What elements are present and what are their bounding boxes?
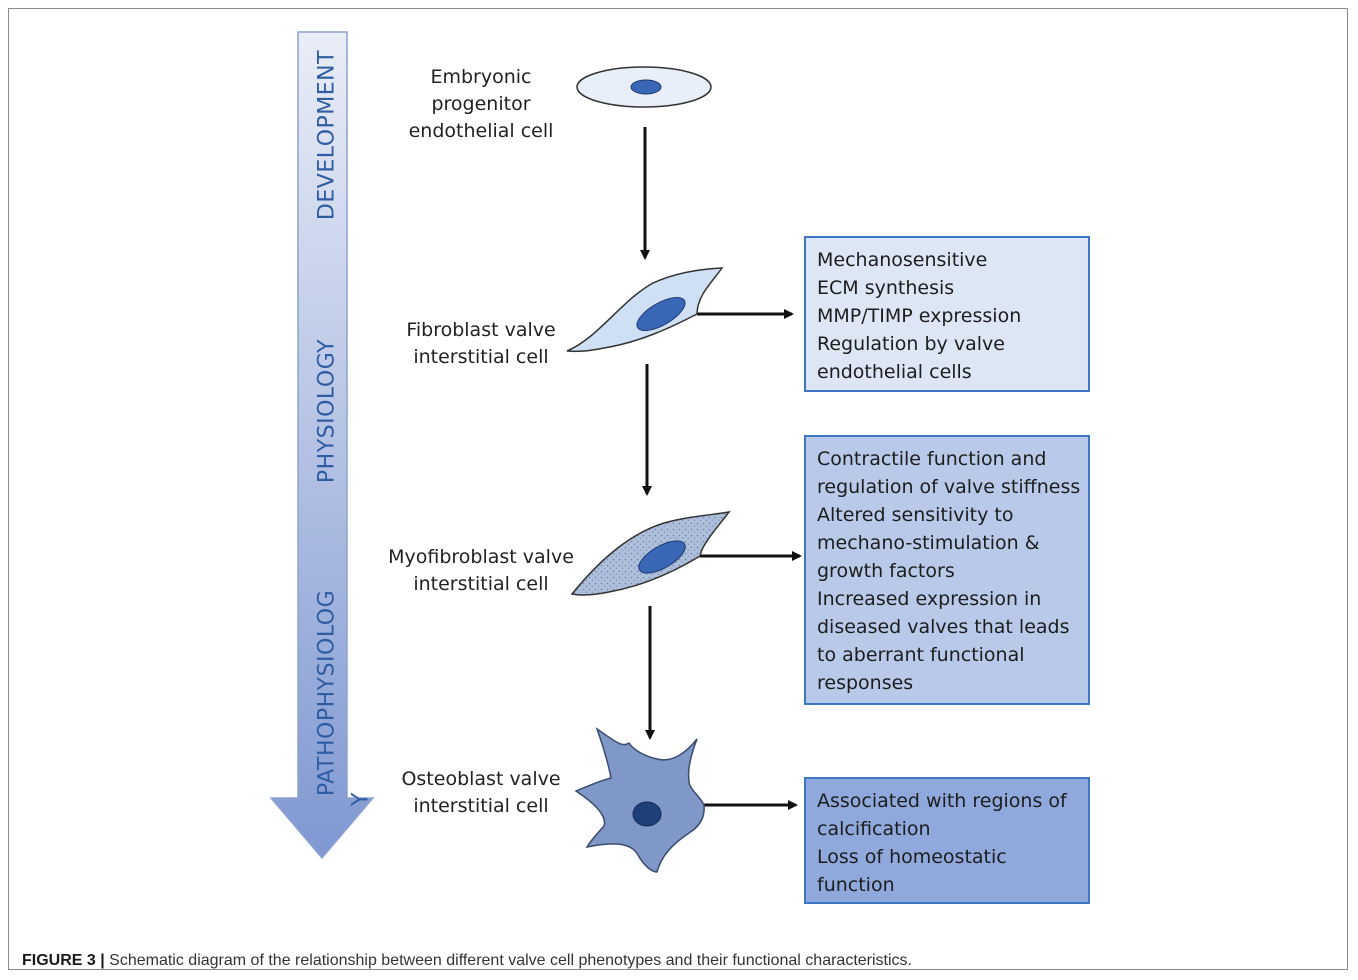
osteoblast-characteristics-box: Associated with regions of calcification… bbox=[804, 777, 1090, 904]
caption-label: FIGURE 3 | bbox=[22, 952, 105, 969]
cell-label-embryonic: Embryonic progenitor endothelial cell bbox=[408, 66, 554, 142]
box-line: diseased valves that leads bbox=[817, 616, 1070, 638]
stage-label-pathophysiology-y: Y bbox=[348, 792, 374, 806]
caption-text: Schematic diagram of the relationship be… bbox=[104, 952, 912, 969]
myofibroblast-cell-nucleus bbox=[638, 540, 686, 574]
box-line: function bbox=[817, 874, 895, 896]
figure-frame bbox=[8, 8, 1348, 970]
cell-label-myofibroblast: Myofibroblast valve interstitial cell bbox=[388, 546, 574, 595]
box-line: Associated with regions of bbox=[817, 790, 1067, 812]
box-line: regulation of valve stiffness bbox=[817, 476, 1081, 498]
box-line: ECM synthesis bbox=[817, 277, 955, 299]
timeline-arrow bbox=[269, 31, 375, 860]
stage-label-physiology: PHYSIOLOGY bbox=[314, 338, 340, 484]
box-line: growth factors bbox=[817, 560, 955, 582]
box-line: Contractile function and bbox=[817, 448, 1047, 470]
stage-label-pathophysiology: PATHOPHYSIOLOG bbox=[314, 589, 340, 797]
fibroblast-cell-shape bbox=[566, 267, 724, 353]
box-line: Altered sensitivity to bbox=[817, 504, 1014, 526]
box-line: Loss of homeostatic bbox=[817, 846, 1007, 868]
figure-caption: FIGURE 3 | Schematic diagram of the rela… bbox=[22, 952, 912, 970]
box-line: Regulation by valve bbox=[817, 333, 1005, 355]
myofibroblast-characteristics-box: Contractile function and regulation of v… bbox=[804, 435, 1090, 705]
stage-label-development: DEVELOPMENT bbox=[314, 49, 340, 221]
box-line: MMP/TIMP expression bbox=[817, 305, 1022, 327]
osteoblast-cell-shape bbox=[574, 727, 705, 873]
osteoblast-cell-nucleus bbox=[632, 801, 662, 827]
box-line: mechano-stimulation & bbox=[817, 532, 1040, 554]
box-line: calcification bbox=[817, 818, 931, 840]
cell-label-fibroblast: Fibroblast valve interstitial cell bbox=[406, 319, 556, 368]
box-line: to aberrant functional bbox=[817, 644, 1025, 666]
box-line: Mechanosensitive bbox=[817, 249, 988, 271]
fibroblast-characteristics-box: Mechanosensitive ECM synthesis MMP/TIMP … bbox=[804, 236, 1090, 392]
box-line: Increased expression in bbox=[817, 588, 1042, 610]
embryonic-cell-nucleus bbox=[630, 79, 662, 95]
fibroblast-cell-nucleus bbox=[636, 296, 686, 332]
box-line: responses bbox=[817, 672, 914, 694]
box-line: endothelial cells bbox=[817, 361, 972, 383]
cell-label-osteoblast: Osteoblast valve interstitial cell bbox=[401, 768, 561, 817]
